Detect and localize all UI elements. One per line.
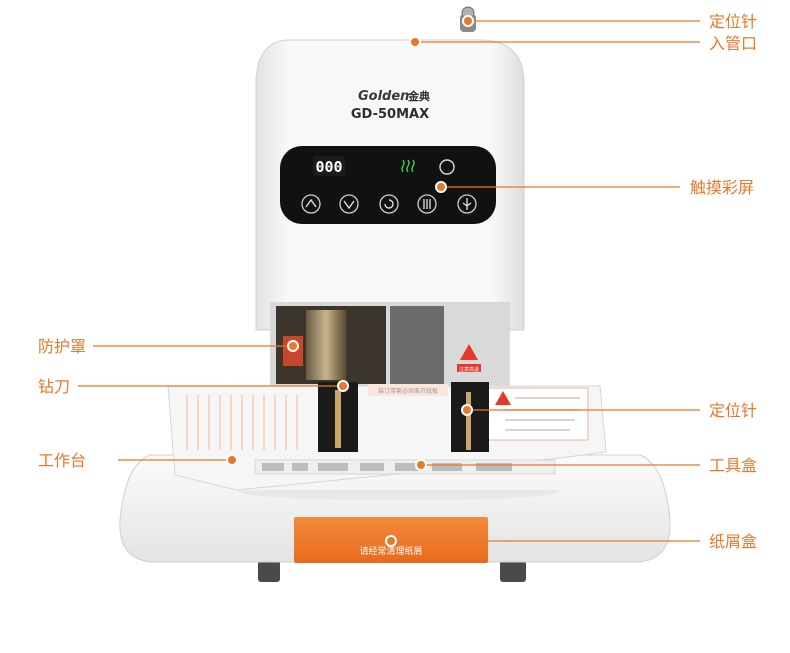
display-window: [313, 156, 345, 176]
label-touch-screen: 触摸彩屏: [690, 178, 754, 197]
callout-worktable: [118, 454, 238, 466]
drill-icon: [423, 199, 431, 209]
reset-button[interactable]: [379, 194, 399, 214]
high-temp-warning-icon: [460, 344, 478, 360]
table-tag-text: 装订带套必须离开纸板: [378, 387, 438, 395]
callout-chip-box: [385, 535, 700, 547]
model-name: GD-50MAX: [351, 107, 429, 122]
down-icon: [343, 200, 355, 210]
brand-logo-cn: 金典: [407, 89, 430, 103]
table-tag: [368, 384, 448, 396]
callout-drill: [78, 380, 349, 392]
drill-bit: [335, 390, 341, 448]
high-temp-tag-text: 注意高温: [459, 366, 479, 373]
panel-buttons: [301, 194, 477, 214]
warning-triangle-icon: [495, 391, 511, 405]
worktable-ruler: [186, 395, 298, 450]
chip-drawer-label: 请经常清理纸屑: [359, 545, 422, 557]
label-positioning-pin-mid: 定位针: [709, 401, 757, 420]
foot-right: [500, 560, 526, 582]
high-temp-tag: [457, 364, 481, 372]
heat-indicator-icon: [401, 159, 415, 173]
up-icon: [305, 198, 317, 208]
label-positioning-pin-top: 定位针: [709, 12, 757, 31]
worktable-lip: [236, 490, 560, 500]
label-drill: 钻刀: [38, 377, 70, 396]
callout-touch-screen: [435, 181, 680, 193]
drill-spindle: [306, 310, 346, 380]
counter-display: 000: [315, 158, 342, 176]
down-button[interactable]: [339, 194, 359, 214]
label-worktable: 工作台: [38, 451, 86, 470]
callout-positioning-pin-mid: [461, 404, 700, 416]
up-button[interactable]: [301, 194, 321, 214]
power-icon[interactable]: [439, 159, 455, 175]
usb-icon: [462, 198, 472, 210]
callout-positioning-pin-top: [462, 15, 700, 27]
label-tool-box: 工具盒: [709, 456, 757, 475]
label-guard: 防护罩: [38, 337, 86, 356]
label-chip-box: 纸屑盒: [709, 532, 757, 551]
brand-logo: Golden: [358, 89, 409, 104]
callout-inlet: [409, 36, 700, 48]
drill-button[interactable]: [417, 194, 437, 214]
reset-icon: [384, 199, 394, 209]
label-inlet: 入管口: [709, 34, 757, 53]
usb-button[interactable]: [457, 194, 477, 214]
right-mechanism: [390, 306, 444, 384]
callout-guard: [93, 340, 299, 352]
callout-tool-box: [415, 459, 700, 471]
tool-box-items: [262, 463, 512, 471]
positioning-pin-rod: [466, 392, 471, 450]
foot-left: [258, 560, 280, 582]
